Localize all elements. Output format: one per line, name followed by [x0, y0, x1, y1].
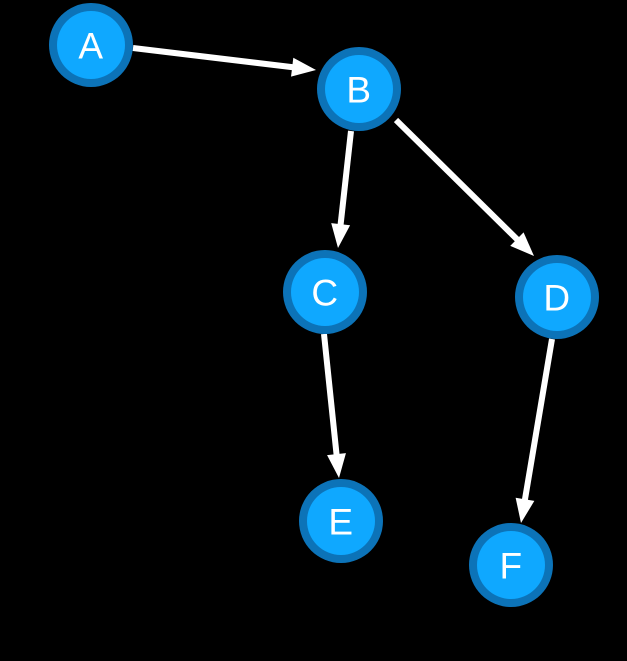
node-c[interactable]: C	[283, 250, 367, 334]
node-d[interactable]: D	[515, 255, 599, 339]
edge-d-f	[515, 338, 555, 523]
edge-shaft	[337, 130, 354, 228]
edge-a-b	[132, 45, 316, 77]
node-label: E	[328, 502, 353, 543]
edge-arrowhead	[510, 232, 534, 256]
node-label: A	[78, 26, 103, 67]
edge-arrowhead	[327, 453, 346, 478]
node-core	[291, 258, 359, 326]
node-label: F	[499, 546, 522, 587]
node-label: D	[543, 278, 570, 319]
edge-shaft	[132, 45, 296, 71]
nodes-layer: A B C D E F	[49, 3, 599, 607]
node-core	[307, 487, 375, 555]
edge-shaft	[321, 333, 340, 458]
node-f[interactable]: F	[469, 523, 553, 607]
edge-b-d	[393, 117, 534, 256]
node-label: C	[311, 273, 338, 314]
node-b[interactable]: B	[317, 47, 401, 131]
node-core	[477, 531, 545, 599]
node-core	[523, 263, 591, 331]
node-core	[325, 55, 393, 123]
node-label: B	[346, 70, 371, 111]
edge-shaft	[393, 117, 522, 244]
edge-shaft	[521, 338, 555, 503]
node-e[interactable]: E	[299, 479, 383, 563]
edge-arrowhead	[515, 497, 535, 523]
node-a[interactable]: A	[49, 3, 133, 87]
edge-b-c	[331, 130, 354, 248]
edge-c-e	[321, 333, 346, 478]
edge-arrowhead	[291, 57, 316, 77]
edges-layer	[132, 45, 555, 523]
edge-arrowhead	[331, 223, 351, 248]
node-core	[57, 11, 125, 79]
